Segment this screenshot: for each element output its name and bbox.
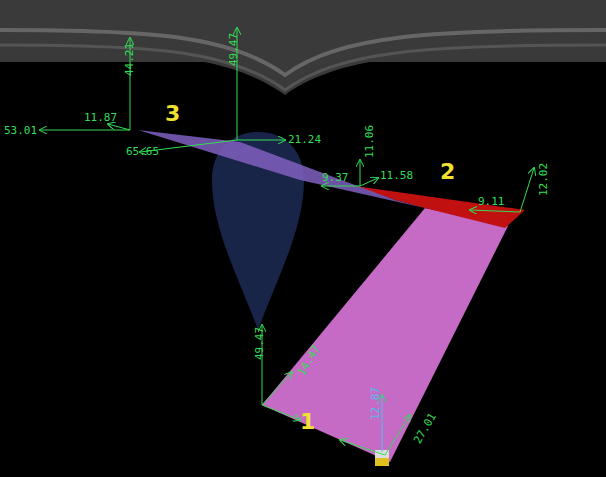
force-value: 49.47 [228, 33, 240, 66]
force-value: 9.11 [478, 196, 505, 208]
force-arrows [40, 28, 534, 455]
force-value: 49.47 [254, 327, 266, 360]
force-value: 27.01 [412, 411, 439, 446]
force-value: 21.24 [288, 134, 321, 146]
force-value: 9.37 [322, 172, 349, 184]
force-value: 11.06 [364, 125, 376, 158]
force-value: 11.87 [84, 112, 117, 124]
panel-number: 1 [300, 410, 315, 434]
shell-panel [355, 186, 525, 228]
force-value: 65.65 [126, 146, 159, 158]
force-value: 12.87 [370, 387, 382, 420]
force-value: 53.01 [4, 125, 37, 137]
force-value: 11.58 [380, 170, 413, 182]
panel-number: 3 [165, 102, 180, 126]
panel-number: 2 [440, 160, 455, 184]
shell-panel [262, 208, 508, 462]
shell-panel [138, 130, 425, 208]
force-value: 44.21 [124, 43, 136, 76]
force-value: 12.02 [538, 163, 550, 196]
